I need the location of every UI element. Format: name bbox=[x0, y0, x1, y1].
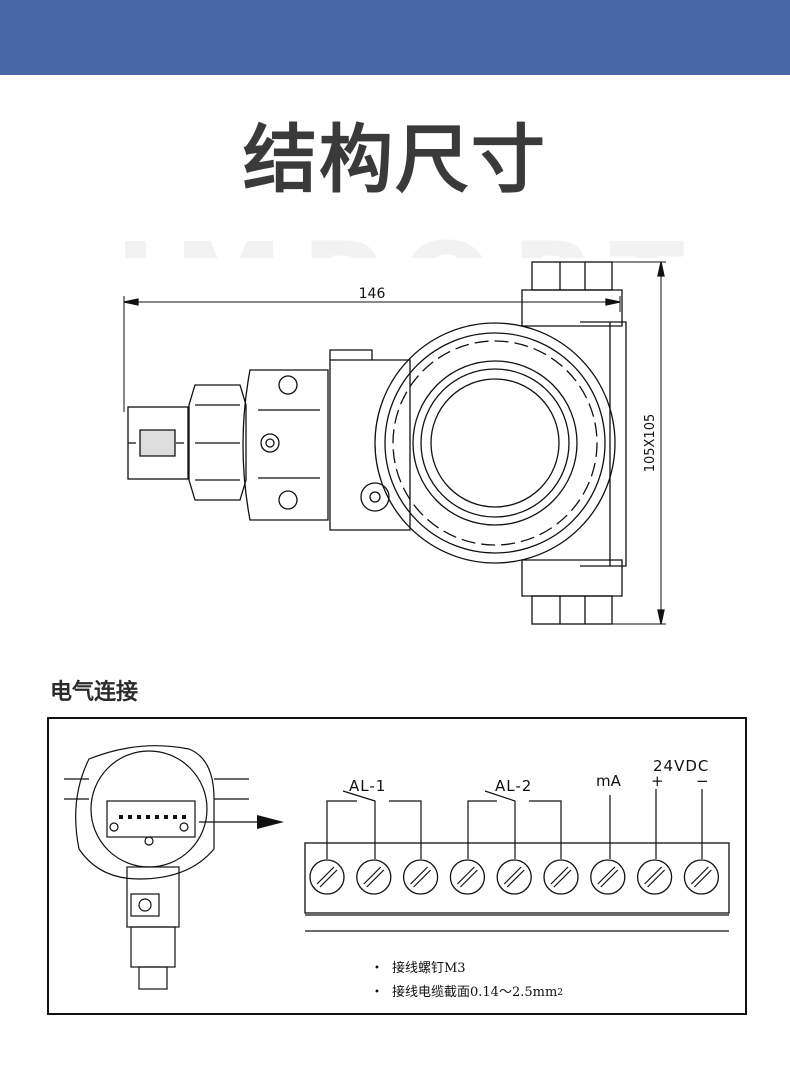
screw-slot bbox=[690, 866, 709, 885]
screw-slot bbox=[316, 866, 335, 885]
screw-slot bbox=[506, 869, 525, 888]
screw-slot bbox=[647, 869, 666, 888]
width-dimension-label: 146 bbox=[359, 286, 386, 302]
terminal-screw bbox=[543, 859, 579, 895]
wiring-diagram: AL-1 AL-2 mA 24VDC + − bbox=[64, 745, 730, 990]
terminal-screw bbox=[356, 859, 392, 895]
header-band bbox=[0, 0, 790, 75]
screw-slot bbox=[644, 866, 663, 885]
screw-slot bbox=[597, 866, 616, 885]
terminal-screw bbox=[496, 859, 532, 895]
wiring-diagram-box: AL-1 AL-2 mA 24VDC + − • 接线螺钉M3 • 接线电缆截面… bbox=[47, 717, 747, 1015]
terminal-screw bbox=[683, 859, 720, 895]
label-ma: mA bbox=[596, 772, 622, 790]
label-al1: AL-1 bbox=[349, 777, 386, 795]
screw-slot bbox=[459, 869, 478, 888]
screw-slot bbox=[553, 869, 572, 888]
note-screw: • 接线螺钉M3 bbox=[374, 957, 563, 981]
terminal-screw bbox=[449, 859, 486, 895]
note-screw-text: 接线螺钉M3 bbox=[392, 961, 466, 976]
screw-slot bbox=[413, 869, 432, 888]
wiring-section-heading: 电气连接 bbox=[50, 680, 139, 705]
terminal-screws bbox=[309, 859, 720, 895]
label-minus: − bbox=[696, 772, 709, 790]
screw-slot bbox=[363, 866, 382, 885]
label-al2: AL-2 bbox=[495, 777, 532, 795]
note-cable-superscript: 2 bbox=[557, 988, 564, 998]
watermark-text: IMPORT bbox=[115, 228, 685, 258]
screw-slot bbox=[410, 866, 429, 885]
bullet-icon: • bbox=[374, 987, 380, 998]
screw-slot bbox=[366, 869, 385, 888]
note-cable-text: 接线电缆截面0.14～2.5mm bbox=[392, 985, 558, 1000]
terminal-screw bbox=[636, 859, 673, 895]
screw-slot bbox=[550, 866, 569, 885]
page-title: 结构尺寸 bbox=[243, 117, 547, 203]
height-dimension-label: 105X105 bbox=[643, 414, 658, 473]
bullet-icon: • bbox=[374, 963, 380, 974]
label-24vdc: 24VDC bbox=[653, 757, 709, 775]
terminal-screw bbox=[309, 859, 345, 895]
screw-slot bbox=[319, 869, 338, 888]
screw-slot bbox=[456, 866, 475, 885]
dimension-drawing: 146 105X105 bbox=[123, 261, 666, 625]
screw-slot bbox=[693, 869, 712, 888]
terminal-screw bbox=[590, 859, 626, 895]
screw-slot bbox=[600, 869, 619, 888]
screw-slot bbox=[503, 866, 522, 885]
terminal-screw bbox=[402, 859, 439, 895]
label-plus: + bbox=[651, 772, 664, 790]
